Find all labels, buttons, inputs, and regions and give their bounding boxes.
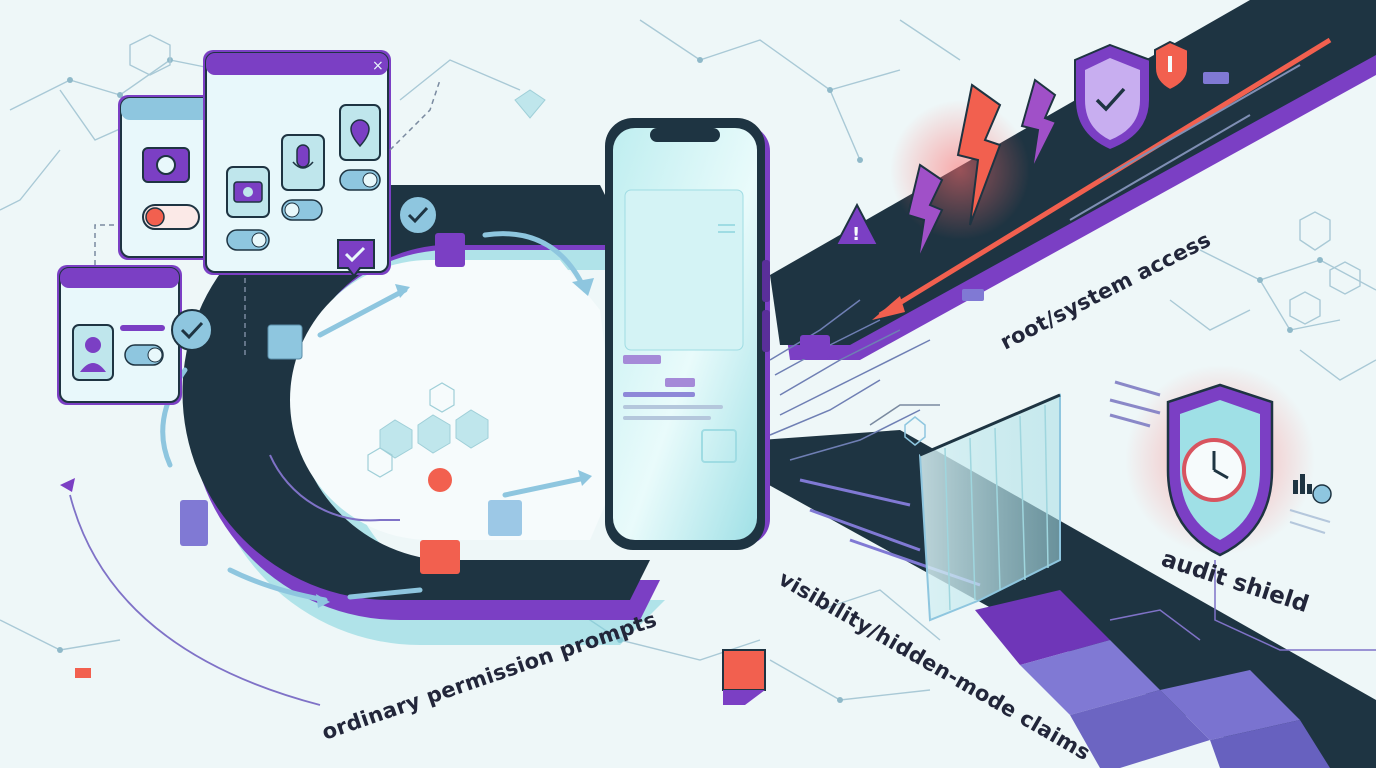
checkmark-icon: [398, 195, 438, 235]
checkmark-icon: [337, 239, 375, 278]
warning-triangle-icon: !: [834, 202, 880, 246]
audit-shield-clock-icon: [1182, 438, 1246, 502]
chip: [800, 335, 830, 359]
svg-text:!: !: [852, 224, 860, 245]
lightning-bolt-icon: [906, 78, 1058, 261]
shield-check-icon: [1074, 43, 1151, 152]
cube-accent: [722, 649, 766, 691]
ordinary-permission-road: [160, 185, 665, 645]
camera-icon: [142, 147, 190, 183]
request-blocks: [180, 233, 522, 574]
microphone-icon: [281, 134, 325, 191]
profile-permission-card: [57, 265, 182, 405]
threat-symbols: !: [834, 40, 1189, 261]
user-profile-icon: [72, 324, 114, 381]
small-shield-icon: [1154, 40, 1189, 92]
audit-shield: [1109, 365, 1332, 557]
circuit-traces: [769, 299, 931, 461]
camera-icon: [226, 166, 270, 218]
smartphone: [605, 118, 770, 550]
background-nodes: [57, 57, 1323, 703]
inner-hex-cluster: [379, 409, 489, 459]
svg-text:×: ×: [372, 58, 384, 74]
checkmark-badges: [171, 195, 438, 351]
root-access-road: [770, 0, 1376, 360]
hidden-mode-road: [760, 430, 1376, 768]
hidden-mode-curtain: [869, 393, 1061, 622]
background-hexagons: [129, 34, 1361, 325]
checkmark-icon: [171, 309, 213, 351]
location-pin-icon: [339, 104, 381, 161]
multi-permission-card: ×: [203, 50, 391, 275]
